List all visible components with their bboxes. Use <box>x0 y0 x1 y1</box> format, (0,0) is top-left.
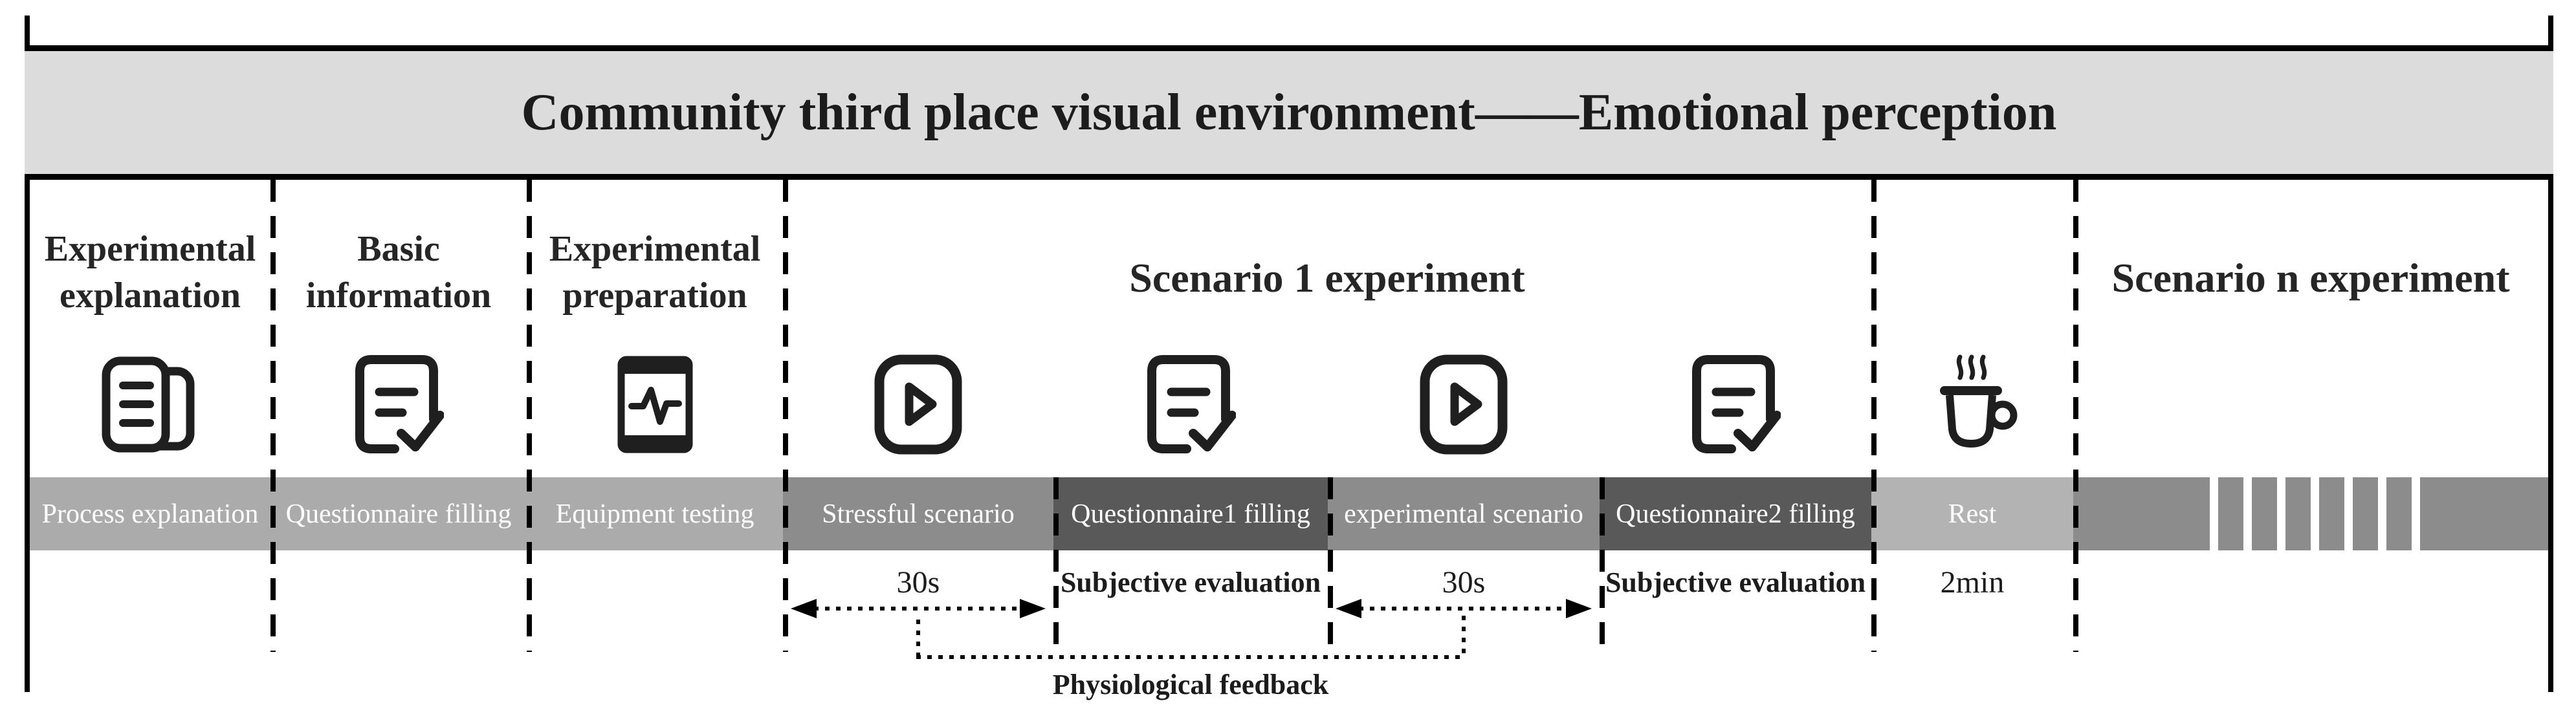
monitor-pulse-icon <box>617 356 693 453</box>
column-divider-short <box>1328 477 1333 652</box>
continuation-stripe-gap <box>2210 477 2218 550</box>
subjective-evaluation-label: Subjective evaluation <box>1060 566 1321 598</box>
checklist-icon <box>355 355 444 453</box>
continuation-stripe-gap <box>2277 477 2285 550</box>
feedback-bracket-right <box>1462 616 1466 657</box>
phase-header-basic-information: Basic information <box>305 229 492 316</box>
duration-label-30s: 30s <box>896 565 940 600</box>
continuation-stripe-gap <box>2378 477 2386 550</box>
phase-header-explanation: Experimental explanation <box>44 229 256 316</box>
duration-label-30s: 30s <box>1442 565 1486 600</box>
phase-header-scenario-n: Scenario n experiment <box>2111 255 2510 301</box>
right-border <box>2548 16 2553 692</box>
column-divider <box>527 180 532 652</box>
column-divider <box>783 180 788 652</box>
checklist-icon <box>1692 355 1781 453</box>
band-segment-questionnaire1 <box>1053 477 1328 550</box>
play-icon <box>874 354 962 455</box>
band-label-questionnaire2-filling: Questionnaire2 filling <box>1616 499 1855 529</box>
band-segment-experimental <box>1328 477 1600 550</box>
band-segment-questionnaire2 <box>1600 477 1871 550</box>
column-divider <box>1871 180 1877 652</box>
band-segment-rest <box>1871 477 2073 550</box>
physiological-feedback-label: Physiological feedback <box>1052 668 1329 700</box>
band-label-questionnaire1-filling: Questionnaire1 filling <box>1071 499 1310 529</box>
band-label-stressful-scenario: Stressful scenario <box>822 499 1015 529</box>
duration-label-2min: 2min <box>1940 565 2005 600</box>
continuation-stripe-gap <box>2243 477 2252 550</box>
arrow-head-left-icon <box>1336 599 1361 618</box>
column-divider-short <box>1600 477 1605 652</box>
arrow-head-right-icon <box>1020 599 1046 618</box>
band-label-process-explanation: Process explanation <box>41 499 259 529</box>
checklist-icon <box>1147 355 1236 453</box>
coffee-icon <box>1940 354 2018 448</box>
band-label-rest: Rest <box>1948 499 1997 529</box>
band-segment-stressful <box>783 477 1053 550</box>
continuation-stripe-gap <box>2311 477 2319 550</box>
arrow-head-left-icon <box>791 599 817 618</box>
band-segment-intro <box>30 477 783 550</box>
phase-header-preparation: Experimental preparation <box>549 229 761 316</box>
feedback-bracket-left <box>916 620 920 657</box>
column-divider <box>2073 180 2078 652</box>
feedback-bracket-bottom <box>916 655 1466 659</box>
play-icon <box>1420 354 1508 455</box>
left-border <box>25 16 30 692</box>
phase-header-scenario-1: Scenario 1 experiment <box>1129 255 1525 301</box>
documents-icon <box>102 356 195 453</box>
title-bar: Community third place visual environment… <box>25 45 2553 180</box>
continuation-stripe-gap <box>2344 477 2353 550</box>
duration-arrow-line <box>814 607 1022 611</box>
column-divider-short <box>1053 477 1059 652</box>
continuation-stripe-gap <box>2412 477 2420 550</box>
subjective-evaluation-label: Subjective evaluation <box>1605 566 1866 598</box>
band-label-questionnaire-filling: Questionnaire filling <box>285 499 512 529</box>
band-label-equipment-testing: Equipment testing <box>555 499 754 529</box>
diagram-title: Community third place visual environment… <box>521 83 2057 141</box>
arrow-head-right-icon <box>1566 599 1592 618</box>
column-divider <box>270 180 276 652</box>
band-label-experimental-scenario: experimental scenario <box>1344 499 1583 529</box>
duration-arrow-line <box>1359 607 1569 611</box>
